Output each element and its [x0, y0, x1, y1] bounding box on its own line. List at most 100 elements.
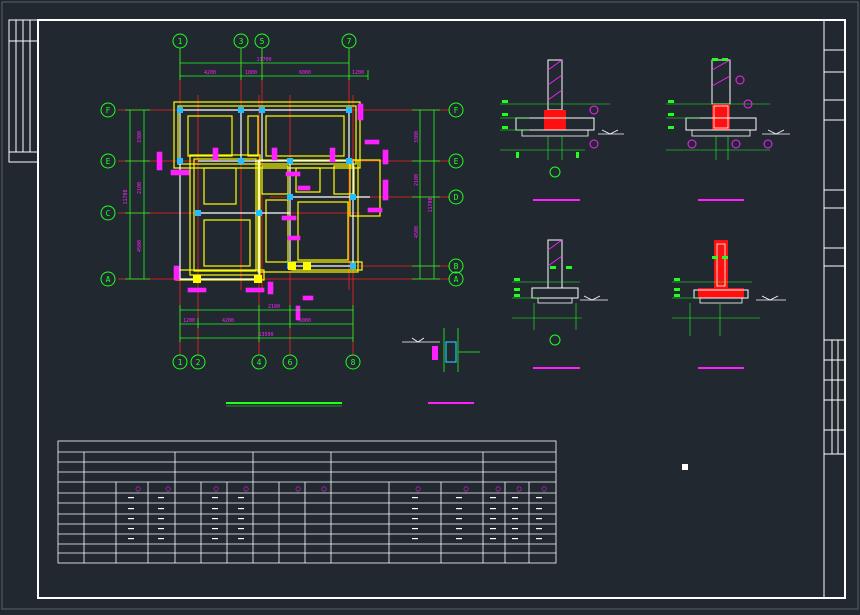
bottom-seg-dim-3: 2100: [268, 304, 280, 310]
left-seg-dim-3: 4500: [137, 240, 143, 252]
table-marker: ○: [517, 484, 522, 493]
svg-text:F: F: [454, 106, 459, 115]
table-marker: ○: [214, 484, 219, 493]
bottom-overall-dim: 13500: [258, 332, 273, 338]
table-marker: ○: [464, 484, 469, 493]
svg-text:F: F: [106, 106, 111, 115]
section-3[interactable]: [512, 239, 608, 369]
svg-text:4: 4: [257, 358, 262, 367]
axis-bubble-right-A: A: [448, 271, 464, 287]
section-1-dims: [502, 100, 579, 158]
right-dimension-text: 3300 2100 4500 11700: [414, 131, 434, 238]
table-circle-markers: ○ ○ ○ ○ ○ ○ ○ ○ ○ ○ ○: [136, 484, 547, 493]
axis-bubble-bottom-2: 2: [190, 354, 206, 370]
axis-bubble-bottom-4: 4: [251, 354, 267, 370]
svg-text:6: 6: [288, 358, 293, 367]
axis-bubble-right-E: E: [448, 153, 464, 169]
svg-text:1: 1: [178, 358, 183, 367]
svg-text:E: E: [106, 157, 111, 166]
foundation-plan[interactable]: 11700 4200 1800 6000 1200 1200 4200 2100…: [100, 33, 464, 407]
section-2[interactable]: [666, 58, 790, 201]
table-marker: ○: [296, 484, 301, 493]
table-marker: ○: [416, 484, 421, 493]
bottom-axis-bubbles: 1 2 4 6 8: [172, 354, 361, 370]
axis-bubble-right-F: F: [448, 102, 464, 118]
schedule-table[interactable]: [57, 440, 557, 564]
left-axis-bubbles: F E C A: [100, 102, 116, 287]
table-marker: ○: [542, 484, 547, 493]
top-seg-dim-3: 6000: [299, 70, 311, 76]
axis-bubble-left-C: C: [100, 205, 116, 221]
top-dimension-text: 11700 4200 1800 6000 1200: [204, 57, 364, 76]
axis-bubble-bottom-6: 6: [282, 354, 298, 370]
plan-title-underline: [226, 402, 342, 407]
svg-text:B: B: [454, 262, 459, 271]
table-marker: ○: [244, 484, 249, 493]
axis-bubble-left-F: F: [100, 102, 116, 118]
svg-text:7: 7: [347, 37, 352, 46]
section-4-dims: [674, 256, 728, 297]
axis-bubble-bottom-8: 8: [345, 354, 361, 370]
axis-grid-lines: [118, 50, 450, 355]
top-seg-dim-1: 4200: [204, 70, 216, 76]
axis-bubble-top-5: 5: [254, 33, 270, 49]
bottom-dimensions: [179, 305, 354, 342]
table-marker: ○: [496, 484, 501, 493]
left-dimension-text: 11700 3300 2100 4500: [123, 131, 143, 252]
svg-text:5: 5: [260, 37, 265, 46]
left-overall-dim: 11700: [123, 189, 129, 204]
axis-bubble-top-3: 3: [233, 33, 249, 49]
top-overall-dim: 11700: [256, 57, 271, 63]
axis-bubble-top-1: 1: [172, 33, 188, 49]
svg-text:A: A: [454, 275, 459, 284]
right-title-block: [823, 19, 846, 599]
axis-bubble-bottom-1: 1: [172, 354, 188, 370]
table-marker: ○: [166, 484, 171, 493]
svg-text:D: D: [454, 193, 459, 202]
section-4[interactable]: [672, 240, 786, 369]
svg-text:2: 2: [196, 358, 201, 367]
bottom-seg-dim-1: 1200: [183, 318, 195, 324]
top-dimensions: [179, 58, 369, 80]
marker-point: [682, 464, 688, 470]
right-seg-dim-2: 2100: [414, 174, 420, 186]
axis-bubble-left-A: A: [100, 271, 116, 287]
top-axis-bubbles: 1 3 5 7: [172, 33, 357, 70]
axis-bubble-left-E: E: [100, 153, 116, 169]
section-1[interactable]: [500, 59, 624, 201]
table-marker: ○: [136, 484, 141, 493]
bottom-seg-dim-4: 6000: [299, 318, 311, 324]
left-binding-strip: [8, 19, 39, 163]
grid-nodes: [193, 262, 311, 283]
leader-labels: [156, 103, 389, 321]
svg-text:1: 1: [178, 37, 183, 46]
svg-text:3: 3: [239, 37, 244, 46]
axis-bubble-right-D: D: [448, 189, 464, 205]
table-marker: ○: [322, 484, 327, 493]
top-seg-dim-2: 1800: [245, 70, 257, 76]
svg-text:8: 8: [351, 358, 356, 367]
left-dimensions: [125, 109, 150, 280]
bottom-seg-dim-2: 4200: [222, 318, 234, 324]
bottom-dimension-text: 1200 4200 2100 6000 13500: [183, 304, 311, 338]
axis-bubble-right-B: B: [448, 258, 464, 274]
left-seg-dim-2: 2100: [137, 182, 143, 194]
column-detail-small[interactable]: [402, 328, 480, 404]
right-overall-dim: 11700: [428, 197, 434, 212]
svg-text:A: A: [106, 275, 111, 284]
section-3-dims: [514, 266, 572, 297]
svg-text:C: C: [106, 209, 111, 218]
left-seg-dim-1: 3300: [137, 131, 143, 143]
axis-bubble-top-7: 7: [341, 33, 357, 49]
right-axis-bubbles: F E D B A: [448, 102, 464, 287]
top-seg-dim-4: 1200: [352, 70, 364, 76]
section-2-dims: [668, 58, 728, 129]
right-seg-dim-3: 4500: [414, 226, 420, 238]
svg-text:E: E: [454, 157, 459, 166]
table-dash-cells: [128, 497, 542, 540]
right-seg-dim-1: 3300: [414, 131, 420, 143]
right-dimensions: [412, 109, 440, 280]
